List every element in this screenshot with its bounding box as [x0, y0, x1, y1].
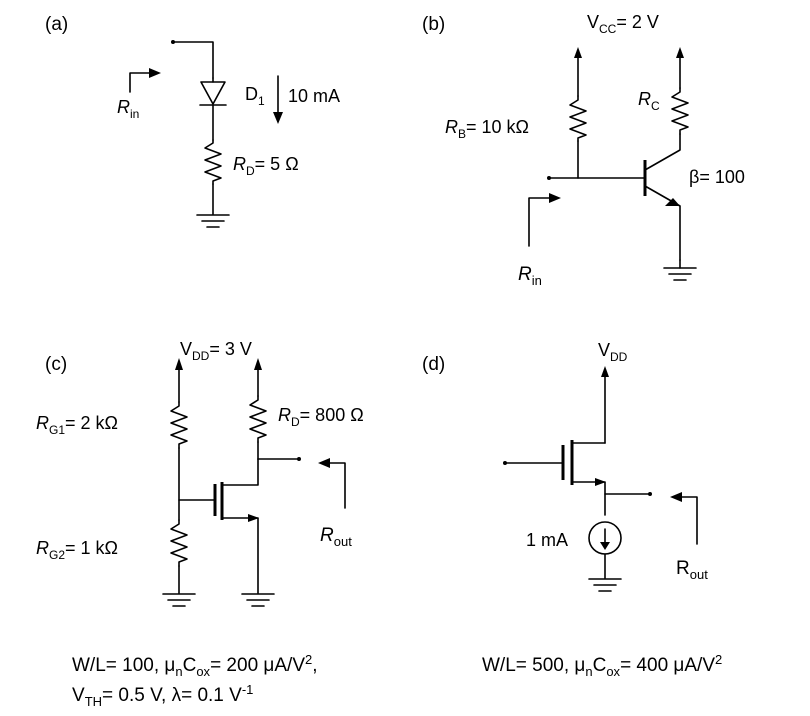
- panel-c-tag: (c): [45, 354, 67, 375]
- current-source-icon: [588, 521, 622, 555]
- ground-c2-icon: [241, 593, 275, 607]
- diode-d1-label: D1: [245, 84, 265, 108]
- resistor-rg2-label: RG2= 1 kΩ: [36, 538, 118, 562]
- rout-arrow-c-icon: [318, 458, 346, 509]
- resistor-rc-label: RC: [638, 89, 660, 113]
- resistor-rb-icon: [569, 95, 587, 142]
- resistor-rd-a-icon: [204, 139, 222, 185]
- ground-d-icon: [588, 578, 622, 592]
- vdd-label-c: VDD= 3 V: [180, 339, 252, 363]
- ground-b-icon: [663, 259, 697, 281]
- resistor-rd-c-icon: [249, 395, 267, 443]
- panel-d-tag: (d): [422, 354, 445, 375]
- resistor-rg1-label: RG1= 2 kΩ: [36, 413, 118, 437]
- panel-a-tag: (a): [45, 14, 68, 35]
- panel-b: (b) VCC= 2 V RB= 10 kΩ RC β= 100: [422, 12, 745, 288]
- panel-d: (d) VDD 1 mA: [422, 340, 722, 679]
- rin-label-a: Rin: [117, 97, 139, 121]
- diode-d1-icon: [199, 77, 227, 106]
- resistor-rc-icon: [671, 87, 689, 135]
- nmos-transistor-c-icon: [213, 458, 259, 594]
- ground-c1-icon: [162, 593, 196, 607]
- rin-arrow-a-icon: [129, 68, 161, 93]
- panel-b-tag: (b): [422, 14, 445, 35]
- resistor-rg2-icon: [170, 519, 188, 567]
- resistor-rd-c-label: RD= 800 Ω: [278, 405, 364, 429]
- npn-transistor-icon: [643, 133, 681, 261]
- panel-c: (c) VDD= 3 V RG1= 2 kΩ RG2= 1 kΩ: [36, 339, 364, 709]
- ground-a-icon: [196, 214, 230, 228]
- rin-label-b: Rin: [518, 264, 542, 288]
- supply-arrow-rd-icon: [254, 358, 262, 397]
- output-node-d: [648, 492, 652, 496]
- resistor-rg1-icon: [170, 401, 188, 449]
- supply-arrow-rc-icon: [676, 47, 684, 89]
- panel-a: (a) D1 10 mA RD= 5 Ω: [45, 14, 340, 228]
- input-wire-a: [172, 41, 214, 79]
- rin-arrow-b-icon: [528, 193, 561, 247]
- resistor-rd-a-label: RD= 5 Ω: [233, 154, 299, 178]
- rout-label-d: Rout: [676, 558, 708, 582]
- params-c-line1: W/L= 100, μnCox= 200 μA/V2,: [72, 652, 318, 679]
- current-source-label: 1 mA: [526, 530, 568, 550]
- vcc-label: VCC= 2 V: [587, 12, 659, 36]
- resistor-rb-label: RB= 10 kΩ: [445, 117, 529, 141]
- beta-label: β= 100: [689, 167, 745, 187]
- diode-current-label: 10 mA: [288, 86, 340, 106]
- supply-arrow-rg1-icon: [175, 358, 183, 403]
- vdd-label-d: VDD: [598, 340, 628, 364]
- rout-arrow-d-icon: [670, 492, 698, 545]
- params-c-line2: VTH= 0.5 V, λ= 0.1 V-1: [72, 682, 253, 709]
- params-d: W/L= 500, μnCox= 400 μA/V2: [482, 652, 722, 679]
- supply-arrow-rb-icon: [574, 47, 582, 97]
- supply-arrow-d-icon: [601, 366, 609, 444]
- nmos-transistor-d-icon: [561, 440, 606, 516]
- output-node-c: [297, 457, 301, 461]
- rout-label-c: Rout: [320, 525, 352, 549]
- current-arrow-icon: [273, 75, 283, 124]
